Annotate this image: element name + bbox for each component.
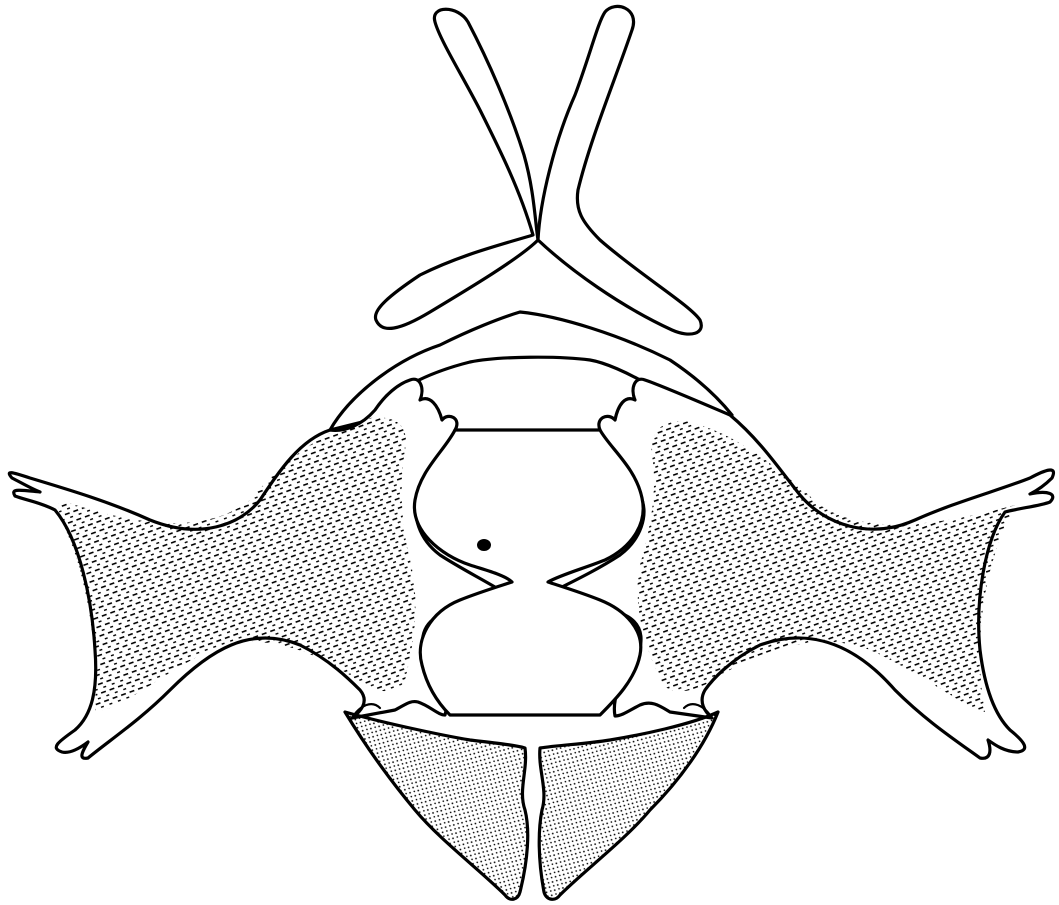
right-wing-stipple	[638, 421, 1015, 712]
forked-spine-right-arm	[538, 6, 701, 334]
central-canal-dot	[477, 539, 491, 551]
left-wing-stipple	[58, 417, 415, 712]
forked-spine-left-arm	[375, 9, 538, 328]
right-lower-lobe	[539, 712, 718, 899]
left-lower-lobe	[345, 712, 528, 899]
